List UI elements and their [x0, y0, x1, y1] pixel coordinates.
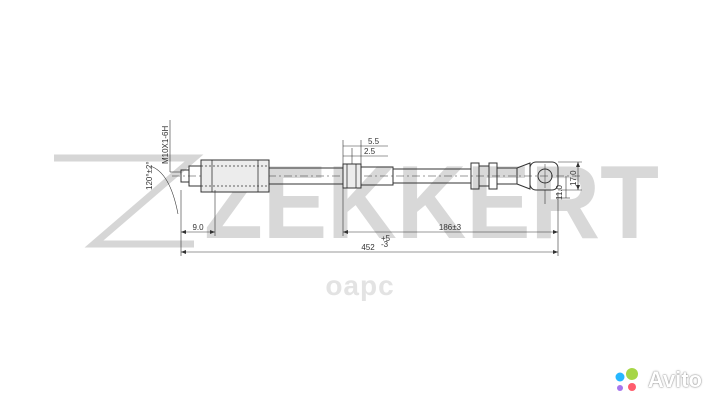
- angle-label: 120°±2°: [145, 161, 154, 190]
- dim-452-label: 452: [361, 243, 375, 252]
- eye-fitting: [529, 161, 559, 191]
- dim-452-tol-upper: +5: [381, 234, 391, 243]
- arrow-heads: [181, 162, 580, 254]
- dim-9-label: 9.0: [192, 223, 204, 232]
- dim-17-label: 17.0: [569, 170, 578, 186]
- dim-452-tol-lower: -3: [381, 240, 389, 249]
- avito-wordmark: Avito: [647, 367, 702, 392]
- avito-watermark: Avito: [612, 365, 702, 395]
- avito-dots-icon: [615, 368, 638, 391]
- dim-2-5-label: 2.5: [364, 147, 376, 156]
- dim-186-label: 186±3: [439, 223, 462, 232]
- right-crimp: [470, 162, 531, 190]
- dimension-lines: [149, 120, 582, 256]
- zekkert-watermark-logo: ZEKKERT: [54, 146, 659, 256]
- dim-5-5-label: 5.5: [368, 137, 380, 146]
- middle-crimp: [342, 163, 394, 189]
- dim-11-label: 11.0: [555, 184, 564, 200]
- text-watermark: оарс: [325, 270, 395, 301]
- thread-label: M10X1-6H: [161, 126, 170, 164]
- watermark-brand-text: ZEKKERT: [204, 146, 659, 256]
